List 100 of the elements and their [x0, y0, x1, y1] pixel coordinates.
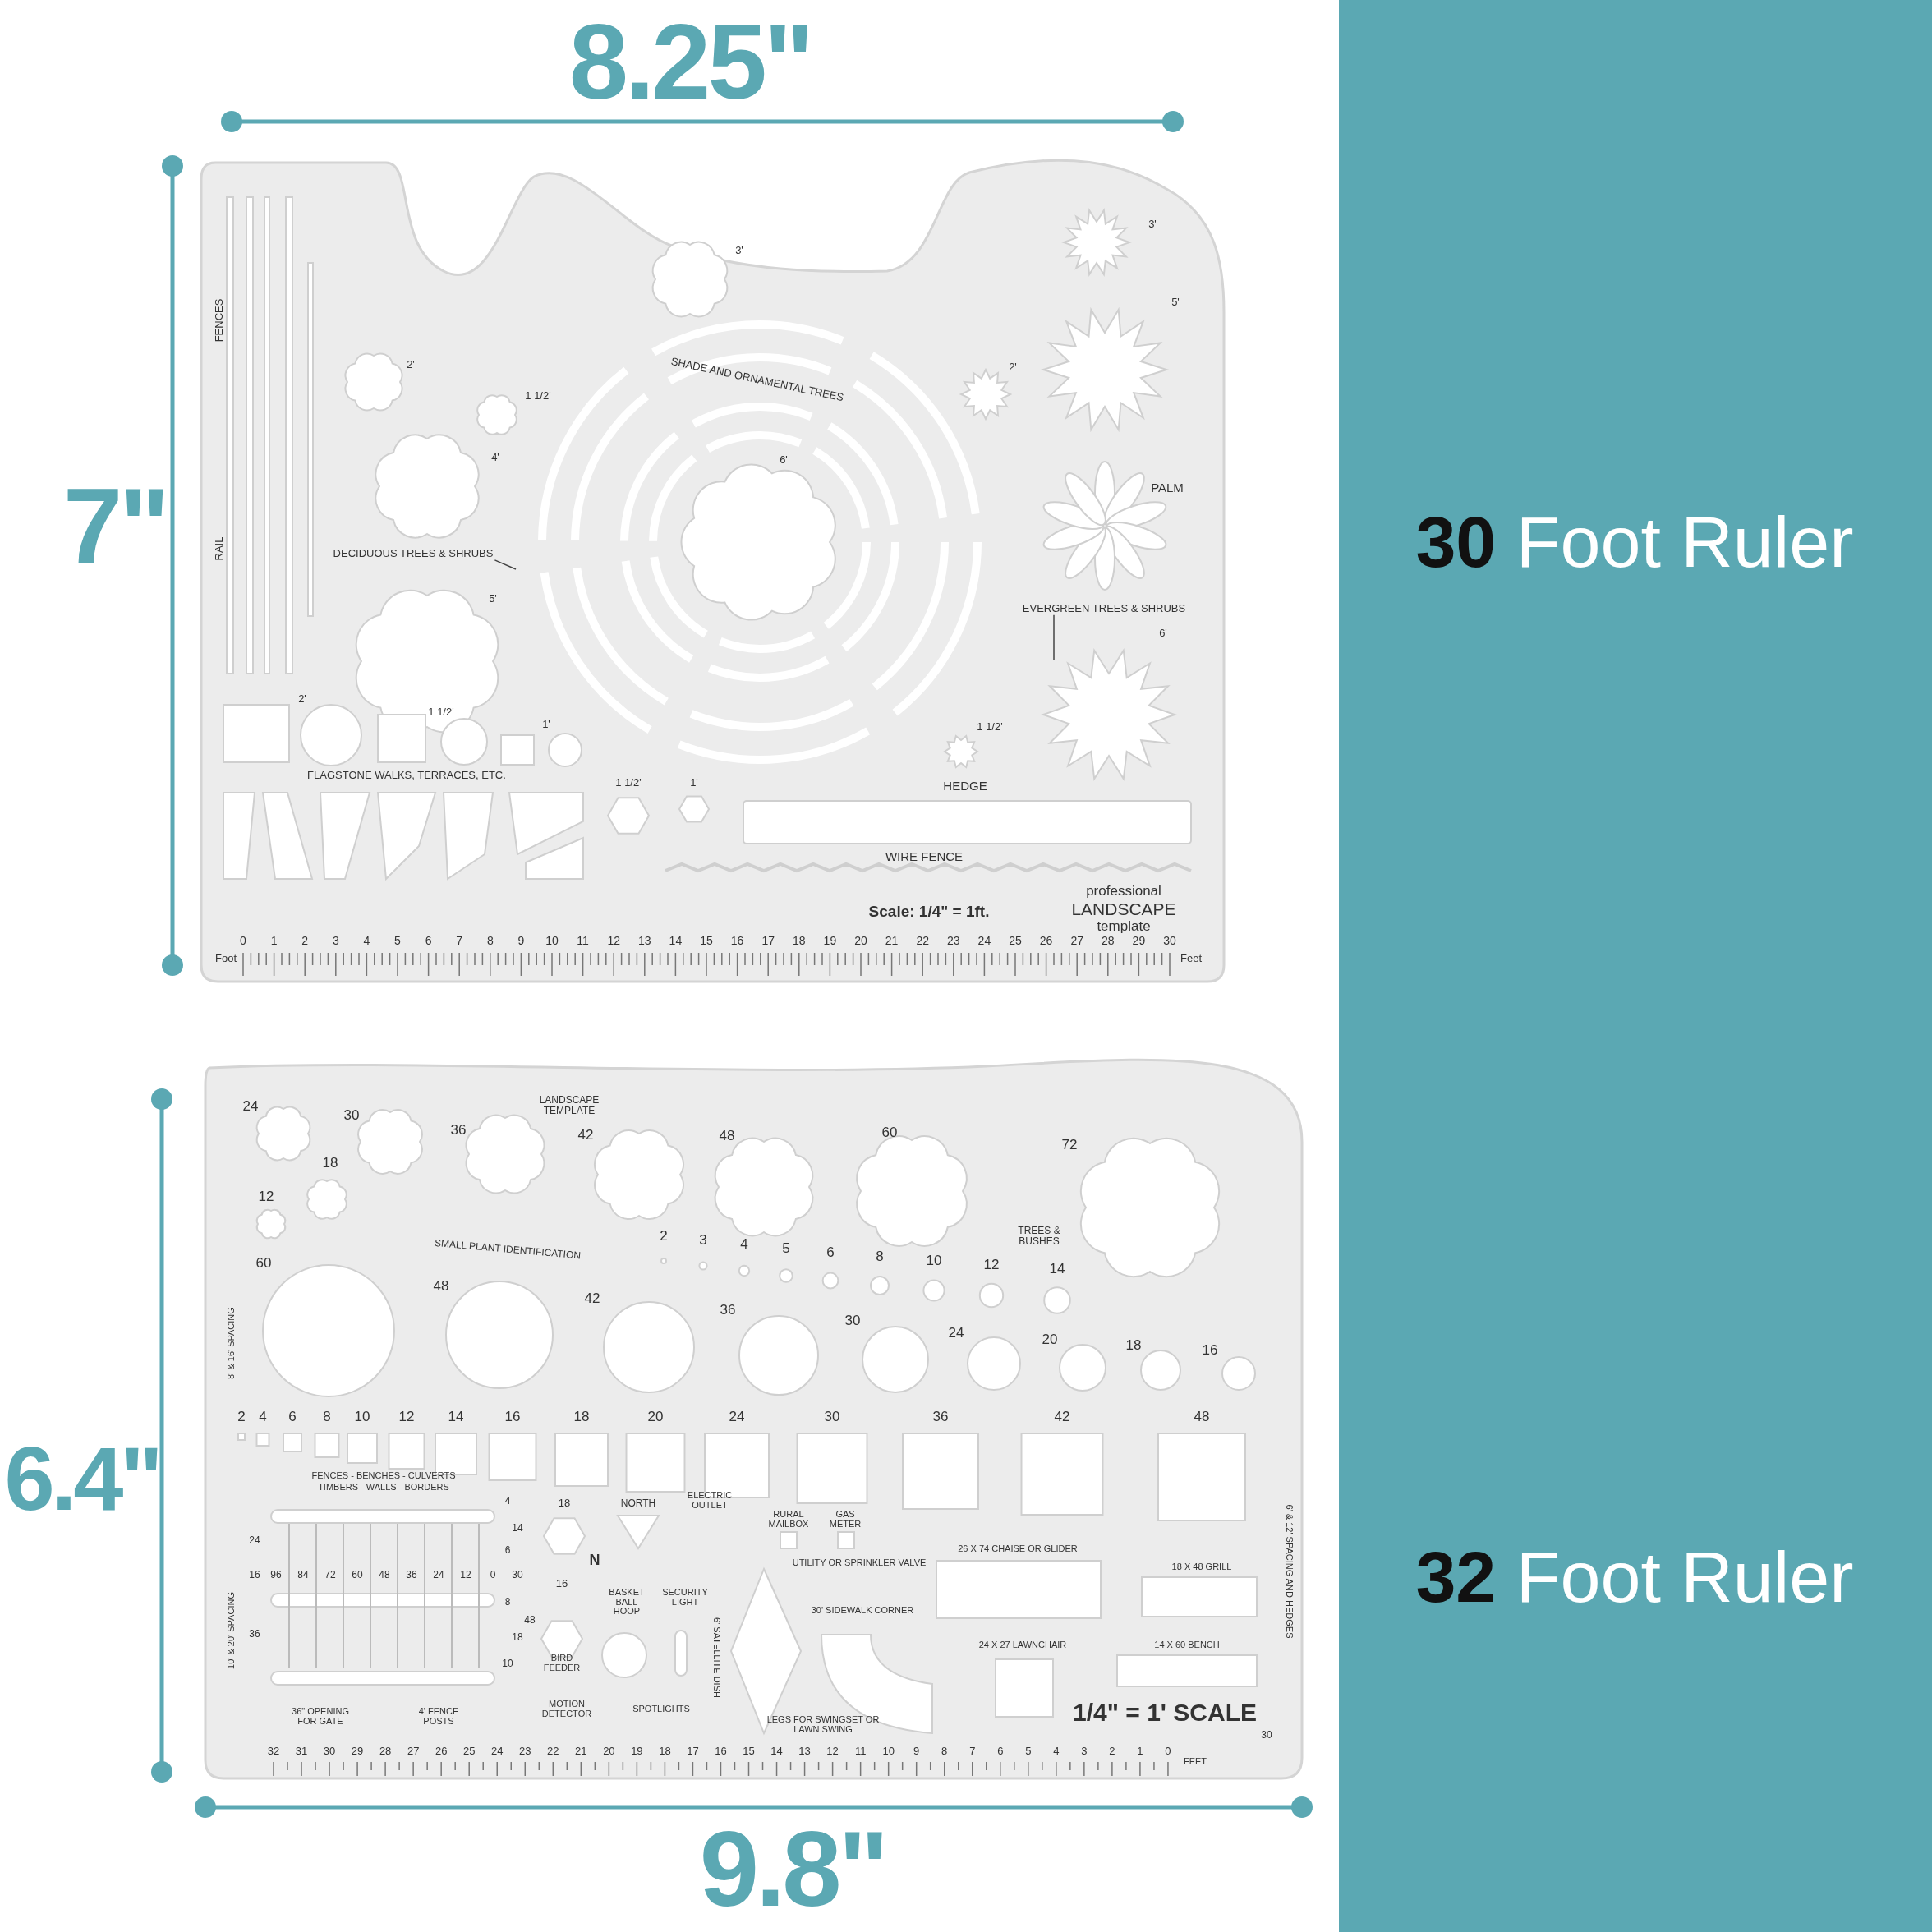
template-label: 48: [1194, 1410, 1210, 1424]
template-label: 24: [249, 1534, 260, 1546]
template-label: 30: [323, 1746, 336, 1757]
template-label: FEET: [1183, 1757, 1208, 1767]
template-label: Feet: [1180, 953, 1202, 964]
template-label: 8: [486, 934, 494, 947]
template-label: TREES & BUSHES: [1017, 1226, 1061, 1247]
template-label: HEDGE: [943, 780, 987, 793]
template-label: 7: [969, 1746, 976, 1757]
template-label: 1 1/2': [525, 390, 551, 402]
template-label: 5: [782, 1241, 790, 1256]
template-label: 18: [512, 1631, 523, 1643]
template-label: LANDSCAPE: [1071, 900, 1176, 918]
template-label: 14: [669, 934, 683, 947]
template-label: 1 1/2': [615, 777, 642, 789]
template-label: 48: [719, 1129, 735, 1143]
template-label: 30: [824, 1410, 840, 1424]
template-label: 24 X 27 LAWNCHAIR: [978, 1640, 1067, 1650]
template-label: 24: [433, 1569, 444, 1580]
leader-line: [1053, 614, 1055, 660]
template-label: 7: [456, 934, 463, 947]
template-label: 11: [854, 1746, 867, 1757]
leader-line: [494, 559, 517, 570]
template-label: 14: [512, 1522, 523, 1534]
template-label: 32: [267, 1746, 280, 1757]
template-label: 0: [1165, 1746, 1171, 1757]
template-label: 36: [932, 1410, 949, 1424]
template-label: 2: [660, 1229, 668, 1244]
template-label: 6: [997, 1746, 1004, 1757]
template-label: 10: [354, 1410, 370, 1424]
template-label: 31: [295, 1746, 308, 1757]
template-label: 5: [1025, 1746, 1032, 1757]
template-label: 6': [1159, 628, 1167, 639]
template-label: 8: [323, 1410, 331, 1424]
template-label: WIRE FENCE: [885, 850, 964, 863]
template-label: 25: [462, 1746, 476, 1757]
template-label: 8: [941, 1746, 948, 1757]
template-label: 20: [647, 1410, 664, 1424]
template-label: 6: [425, 934, 432, 947]
template-label: 15: [743, 1746, 755, 1757]
template-label: 17: [687, 1746, 699, 1757]
template-label: 48: [379, 1569, 390, 1580]
template-label: 36: [720, 1303, 736, 1318]
ruler-heading: 30 Foot Ruler: [1415, 504, 1854, 581]
template-label: 13: [798, 1746, 811, 1757]
template-label: 3': [735, 245, 743, 256]
template-label: SECURITY LIGHT: [661, 1588, 709, 1608]
template-label: 10: [545, 934, 559, 947]
template-label: 29: [351, 1746, 364, 1757]
template-label: 1/4" = 1' SCALE: [1073, 1700, 1257, 1726]
template-label: 22: [547, 1746, 559, 1757]
template-label: 18: [659, 1746, 671, 1757]
template-label: 48: [433, 1279, 449, 1294]
template-label: 12: [460, 1569, 472, 1580]
template-label: 23: [519, 1746, 531, 1757]
template-label: 26 X 74 CHAISE OR GLIDER: [958, 1544, 1078, 1554]
template-label: 27: [407, 1746, 420, 1757]
template-label: 9: [913, 1746, 920, 1757]
template-label: 18: [558, 1497, 571, 1509]
template-label: 60: [881, 1125, 898, 1140]
dimension-label: 9.8": [699, 1812, 886, 1925]
template-label: 0: [240, 934, 246, 947]
template-label: 36: [249, 1628, 260, 1640]
template-label: 12: [398, 1410, 415, 1424]
template-label: SMALL PLANT IDENTIFICATION: [434, 1237, 582, 1262]
dimension-label: 6.4": [4, 1431, 160, 1526]
template-label: 36" OPENING FOR GATE: [291, 1707, 350, 1727]
template-label: 28: [1102, 934, 1115, 947]
template-label: 30: [343, 1108, 360, 1123]
template-label: 1 1/2': [428, 706, 454, 718]
template-label: 6' SATELLITE DISH: [711, 1617, 721, 1698]
template-label: 4: [504, 1495, 511, 1506]
template-label: Scale: 1/4" = 1ft.: [868, 904, 990, 920]
template-label: 27: [1070, 934, 1083, 947]
template-label: RURAL MAILBOX: [767, 1510, 810, 1530]
template-label: 30: [1261, 1729, 1272, 1741]
template-label: 24: [948, 1326, 964, 1341]
template-label: 30' SIDEWALK CORNER: [811, 1606, 914, 1616]
template-label: 96: [270, 1569, 282, 1580]
template-label: 3: [699, 1233, 707, 1248]
template-label: 19: [631, 1746, 643, 1757]
template-label: 8: [876, 1249, 884, 1264]
template-label: 72: [324, 1569, 336, 1580]
template-label: 30: [1163, 934, 1176, 947]
template-label: 8' & 16' SPACING: [227, 1307, 237, 1379]
template-label: 60: [255, 1256, 272, 1271]
template-label: FLAGSTONE WALKS, TERRACES, ETC.: [307, 770, 506, 781]
template-label: 22: [916, 934, 929, 947]
template-label: 18: [322, 1156, 338, 1171]
template-label: 26: [1039, 934, 1053, 947]
template-label: 20: [603, 1746, 615, 1757]
template-label: 4': [491, 452, 499, 463]
template-label: professional: [1086, 884, 1162, 899]
callout-label: DECIDUOUS TREES & SHRUBS: [331, 547, 495, 560]
template-label: 42: [1054, 1410, 1070, 1424]
template-label: 42: [584, 1291, 600, 1306]
template-label: 20: [854, 934, 867, 947]
dimension-label: 8.25": [568, 5, 812, 118]
template-label: 6': [780, 454, 788, 466]
template-label: 3': [1148, 218, 1157, 230]
